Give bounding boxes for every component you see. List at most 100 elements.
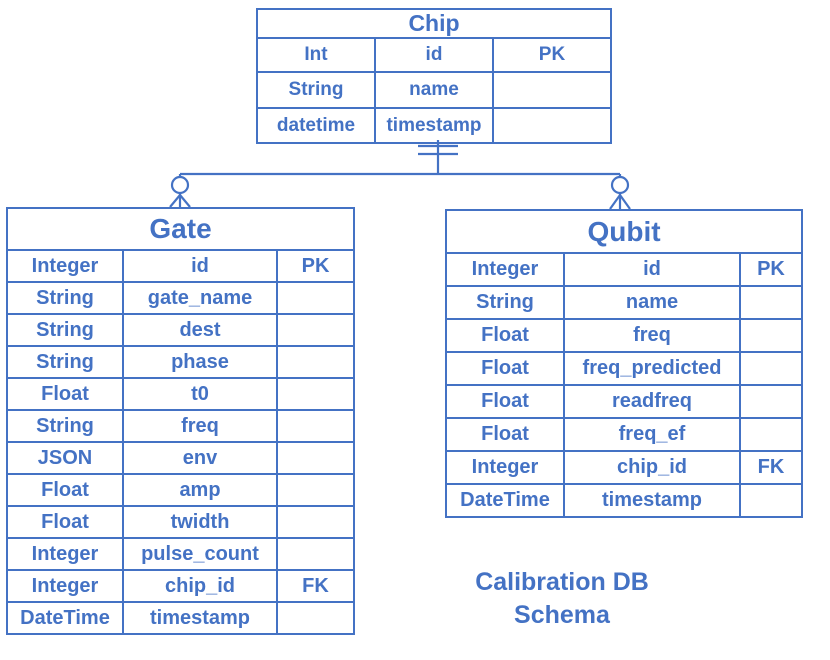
chip-row: Int id PK bbox=[256, 37, 612, 73]
field-key: PK bbox=[275, 249, 356, 283]
field-name: timestamp bbox=[563, 483, 741, 518]
field-key: FK bbox=[739, 450, 803, 485]
field-type: DateTime bbox=[6, 601, 124, 635]
qubit-crowfoot-right bbox=[619, 194, 631, 210]
field-name: gate_name bbox=[122, 281, 278, 315]
field-name: freq bbox=[122, 409, 278, 443]
field-type: Float bbox=[445, 351, 565, 386]
field-name: t0 bbox=[122, 377, 278, 411]
field-key bbox=[739, 417, 803, 452]
field-key bbox=[275, 473, 356, 507]
qubit-crowfoot-left bbox=[609, 194, 621, 210]
gate-row: Float amp bbox=[6, 473, 356, 507]
gate-row: String gate_name bbox=[6, 281, 356, 315]
field-type: DateTime bbox=[445, 483, 565, 518]
field-type: Integer bbox=[6, 537, 124, 571]
field-type: String bbox=[445, 285, 565, 320]
chip-row: String name bbox=[256, 71, 612, 109]
field-type: Float bbox=[6, 377, 124, 411]
field-type: Int bbox=[256, 37, 376, 73]
caption-line-1: Calibration DB bbox=[475, 568, 649, 596]
gate-row: Float t0 bbox=[6, 377, 356, 411]
qubit-row: Integer id PK bbox=[445, 252, 803, 287]
gate-table: Gate Integer id PK String gate_name Stri… bbox=[5, 207, 356, 635]
qubit-row: Integer chip_id FK bbox=[445, 450, 803, 485]
field-key bbox=[275, 377, 356, 411]
qubit-entity-table: Qubit Integer id PK String name Float fr… bbox=[445, 209, 803, 518]
field-type: Float bbox=[445, 417, 565, 452]
diagram-caption: Calibration DB Schema bbox=[446, 566, 678, 632]
field-key bbox=[739, 483, 803, 518]
field-name: chip_id bbox=[563, 450, 741, 485]
field-key bbox=[275, 345, 356, 379]
field-type: String bbox=[256, 71, 376, 109]
field-name: freq_ef bbox=[563, 417, 741, 452]
gate-row: DateTime timestamp bbox=[6, 601, 356, 635]
field-key bbox=[275, 441, 356, 475]
gate-entity-table: Gate Integer id PK String gate_name Stri… bbox=[5, 207, 356, 635]
gate-table-title: Gate bbox=[5, 207, 356, 251]
field-type: String bbox=[6, 409, 124, 443]
field-key bbox=[275, 601, 356, 635]
field-name: dest bbox=[122, 313, 278, 347]
field-name: amp bbox=[122, 473, 278, 507]
field-type: Float bbox=[445, 384, 565, 419]
field-key bbox=[492, 107, 612, 144]
field-type: Integer bbox=[6, 249, 124, 283]
qubit-row: Float readfreq bbox=[445, 384, 803, 419]
field-name: freq bbox=[563, 318, 741, 353]
chip-row: datetime timestamp bbox=[256, 107, 612, 144]
field-key: FK bbox=[275, 569, 356, 603]
caption-line-2: Schema bbox=[514, 601, 610, 629]
qubit-row: Float freq_ef bbox=[445, 417, 803, 452]
qubit-row: Float freq bbox=[445, 318, 803, 353]
gate-row: JSON env bbox=[6, 441, 356, 475]
gate-row: Integer id PK bbox=[6, 249, 356, 283]
field-type: String bbox=[6, 281, 124, 315]
gate-crowfoot-right bbox=[179, 194, 191, 208]
field-key bbox=[739, 318, 803, 353]
field-key bbox=[275, 313, 356, 347]
field-name: pulse_count bbox=[122, 537, 278, 571]
field-name: freq_predicted bbox=[563, 351, 741, 386]
qubit-row: Float freq_predicted bbox=[445, 351, 803, 386]
gate-zero-circle bbox=[170, 175, 190, 195]
field-type: datetime bbox=[256, 107, 376, 144]
chip-table: Chip Int id PK String name datetime time… bbox=[256, 8, 612, 144]
field-name: name bbox=[374, 71, 494, 109]
field-name: id bbox=[122, 249, 278, 283]
gate-row: Integer pulse_count bbox=[6, 537, 356, 571]
field-name: phase bbox=[122, 345, 278, 379]
qubit-row: DateTime timestamp bbox=[445, 483, 803, 518]
chip-entity-table: Chip Int id PK String name datetime time… bbox=[256, 8, 612, 144]
field-type: Integer bbox=[445, 450, 565, 485]
field-name: name bbox=[563, 285, 741, 320]
field-name: id bbox=[563, 252, 741, 287]
field-key bbox=[275, 409, 356, 443]
field-name: id bbox=[374, 37, 494, 73]
field-type: String bbox=[6, 313, 124, 347]
field-type: Float bbox=[445, 318, 565, 353]
field-type: Integer bbox=[445, 252, 565, 287]
field-key bbox=[275, 505, 356, 539]
chip-table-title: Chip bbox=[256, 8, 612, 39]
gate-row: String freq bbox=[6, 409, 356, 443]
qubit-table: Qubit Integer id PK String name Float fr… bbox=[445, 209, 803, 518]
field-name: timestamp bbox=[374, 107, 494, 144]
gate-row: Float twidth bbox=[6, 505, 356, 539]
field-key bbox=[739, 351, 803, 386]
field-type: Integer bbox=[6, 569, 124, 603]
field-key bbox=[739, 285, 803, 320]
field-name: timestamp bbox=[122, 601, 278, 635]
field-key bbox=[275, 537, 356, 571]
qubit-zero-circle bbox=[610, 175, 630, 195]
field-name: readfreq bbox=[563, 384, 741, 419]
gate-row: String dest bbox=[6, 313, 356, 347]
field-key: PK bbox=[492, 37, 612, 73]
field-type: Float bbox=[6, 505, 124, 539]
qubit-table-title: Qubit bbox=[445, 209, 803, 254]
field-key bbox=[492, 71, 612, 109]
field-key: PK bbox=[739, 252, 803, 287]
field-key bbox=[275, 281, 356, 315]
